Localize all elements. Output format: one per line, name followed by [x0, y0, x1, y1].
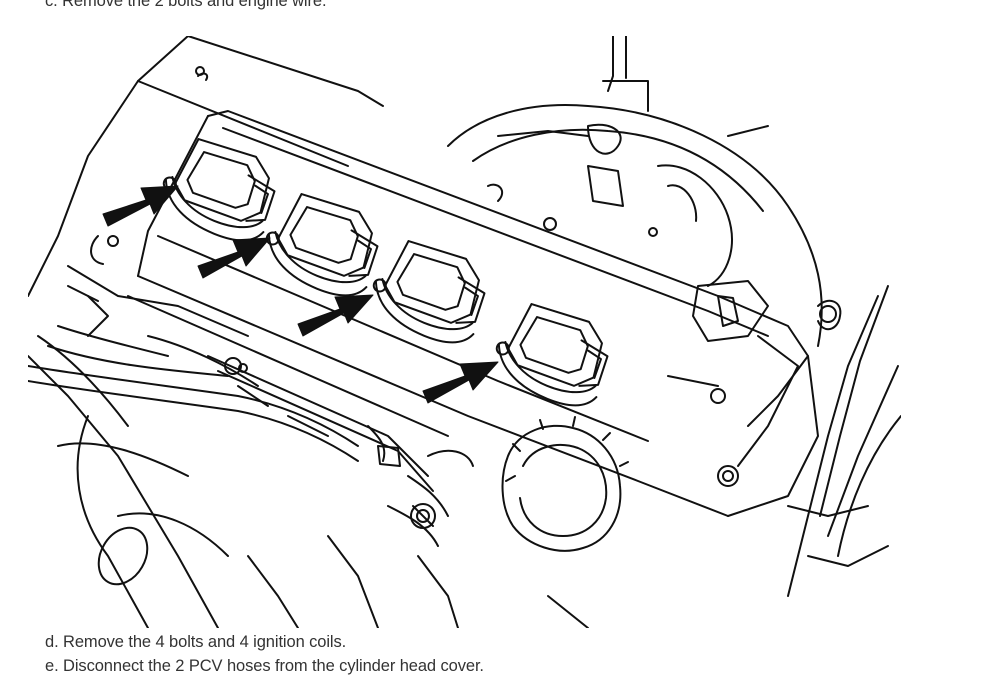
instruction-step-e: e. Disconnect the 2 PCV hoses from the c…: [45, 657, 484, 675]
ignition-coil-2: [265, 193, 379, 297]
instruction-step-d: d. Remove the 4 bolts and 4 ignition coi…: [45, 633, 347, 651]
pointer-arrow-1: [102, 185, 179, 227]
ignition-coil-3: [372, 240, 486, 344]
instruction-step-c: c. Remove the 2 bolts and engine wire.: [45, 0, 327, 10]
timing-cover-outline: [447, 36, 823, 347]
ignition-coil-4: [495, 303, 609, 407]
right-bracket: [692, 280, 901, 597]
pointer-arrow-3: [297, 294, 374, 337]
pointer-arrow-4: [422, 361, 499, 404]
engine-line-drawing: [28, 36, 901, 628]
engine-block-outline: [28, 36, 589, 628]
pointer-arrow-2: [197, 237, 271, 279]
engine-wire-harness: [28, 285, 474, 547]
cylinder-head-cover: [90, 110, 819, 517]
engine-illustration: [28, 36, 901, 628]
oil-filler-cap: [501, 416, 629, 552]
engine-wire-bolt: [410, 503, 436, 529]
